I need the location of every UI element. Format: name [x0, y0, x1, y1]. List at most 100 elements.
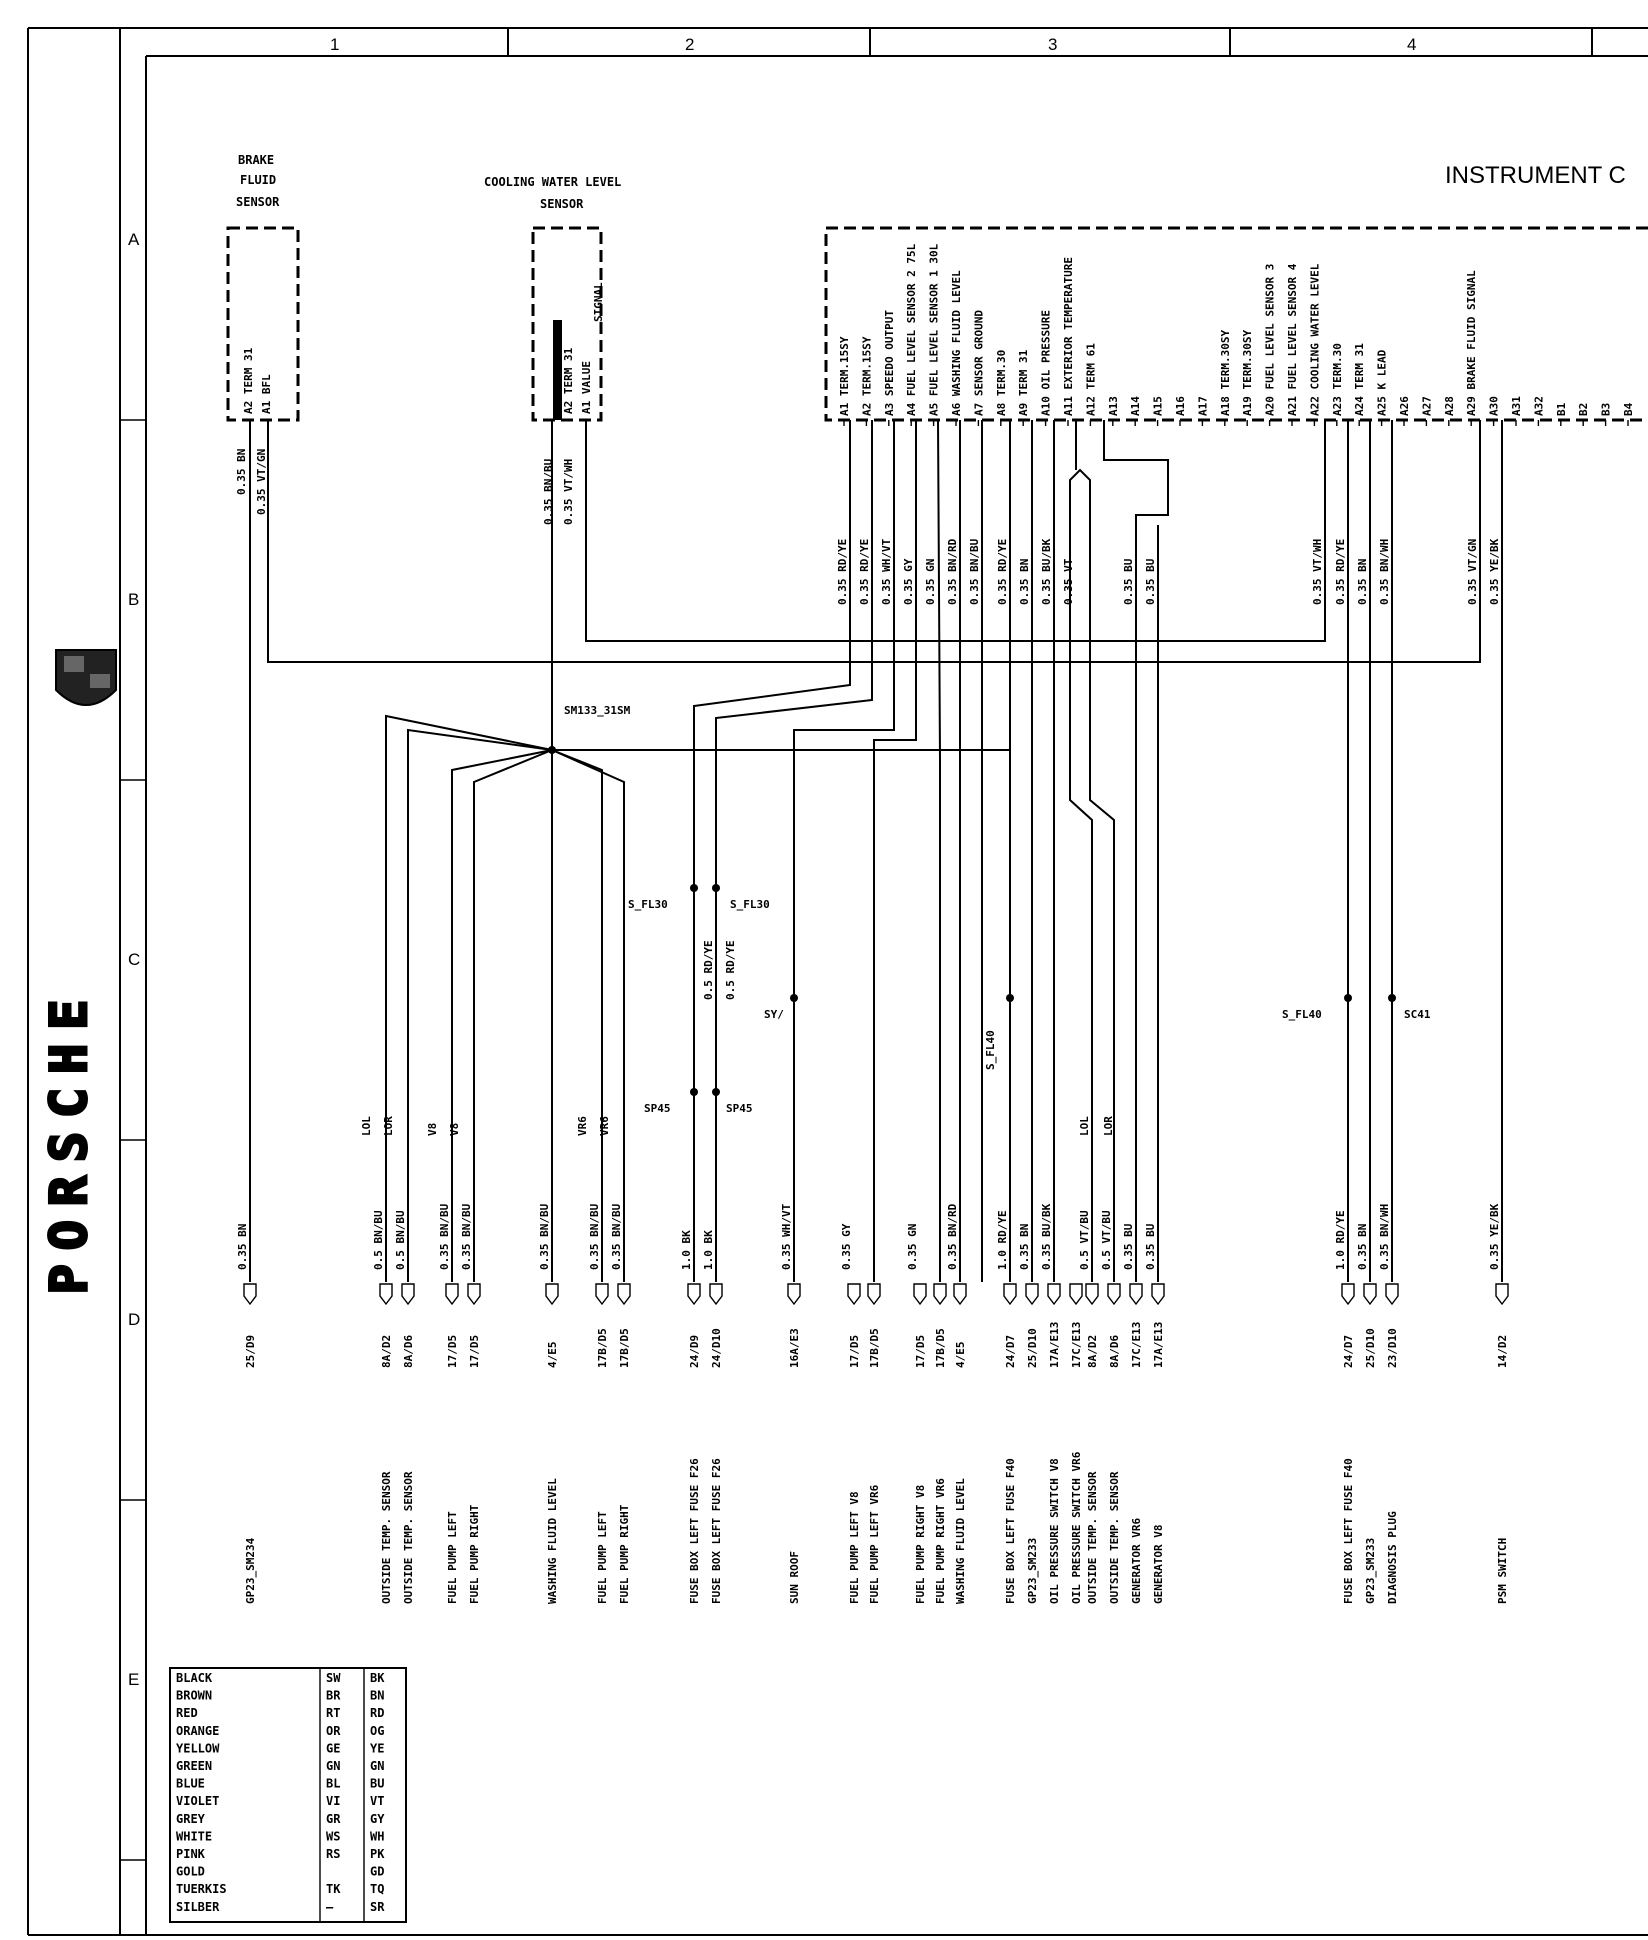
brake-wire-bn: 0.35 BN — [235, 449, 248, 495]
connector-pin-icon — [787, 1283, 801, 1306]
variant-label: V8 — [448, 1123, 461, 1136]
coolant-sensor-title-1: COOLING WATER LEVEL — [484, 175, 621, 189]
connector-pin-icon — [1107, 1283, 1121, 1306]
connector-pin-icon — [1085, 1283, 1099, 1306]
cluster-wire-label: 0.35 RD/YE — [996, 539, 1009, 605]
bottom-wire-label: 0.35 BN/BU — [460, 1203, 473, 1270]
cluster-wire-label: 0.35 BN/BU — [968, 538, 981, 605]
cluster-pin-label: A10 OIL PRESSURE — [1040, 310, 1053, 416]
variant-label: LOR — [1102, 1116, 1115, 1136]
bottom-ref-label: 4/E5 — [546, 1342, 559, 1369]
legend-de-code: WS — [326, 1829, 340, 1843]
row-label-c: C — [128, 950, 140, 969]
bottom-ref-label: 8A/D2 — [380, 1335, 393, 1368]
cluster-pin-label: A9 TERM 31 — [1017, 349, 1030, 416]
bottom-wire-label: 0.35 BN/BU — [610, 1203, 623, 1270]
bottom-wire-label: 0.35 BN/RD — [946, 1203, 959, 1270]
cluster-pin-label: A19 TERM.30SY — [1241, 330, 1254, 416]
cluster-wire-label: 0.35 BU — [1122, 558, 1135, 605]
legend-en-code: BU — [370, 1777, 384, 1791]
bottom-desc-label: PSM SWITCH — [1496, 1538, 1509, 1604]
cluster-pin-label: A18 TERM.30SY — [1219, 330, 1232, 416]
bottom-ref-label: 23/D10 — [1386, 1328, 1399, 1368]
bottom-desc-label: FUEL PUMP RIGHT — [468, 1504, 481, 1604]
connector-pin-icon — [379, 1283, 393, 1306]
bottom-ref-label: 17/D5 — [848, 1335, 861, 1368]
bottom-desc-label: GP23_SM234 — [244, 1537, 257, 1604]
bottom-ref-label: 24/D9 — [688, 1335, 701, 1368]
cluster-wire-label: 0.35 WH/VT — [880, 538, 893, 605]
coolant-pin-a2: A2 TERM 31 — [562, 347, 575, 414]
bottom-desc-label: GP23_SM233 — [1364, 1538, 1377, 1604]
bottom-ref-label: 17B/D5 — [868, 1328, 881, 1368]
legend-color-name: VIOLET — [176, 1794, 219, 1808]
connector-pin-icon — [1003, 1283, 1017, 1306]
row-label-a: A — [128, 230, 140, 249]
bottom-wire-label: 0.35 BU/BK — [1040, 1203, 1053, 1270]
bottom-wire-label: 0.5 VT/BU — [1078, 1210, 1091, 1270]
cluster-wire-label: 0.35 BU — [1144, 558, 1157, 605]
connector-pin-icon — [709, 1283, 723, 1306]
legend-color-name: ORANGE — [176, 1724, 219, 1738]
variant-label: VR6 — [598, 1116, 611, 1136]
cluster-wire-label: 0.35 BN — [1018, 559, 1031, 605]
legend-de-code: OR — [326, 1724, 341, 1738]
bottom-desc-label: SUN ROOF — [788, 1551, 801, 1604]
bottom-ref-label: 17B/D5 — [934, 1328, 947, 1368]
cluster-pin-label: A5 FUEL LEVEL SENSOR 1 30L — [928, 243, 941, 416]
bottom-desc-label: FUEL PUMP LEFT V8 — [848, 1491, 861, 1604]
connector-pin-icon — [1385, 1283, 1399, 1306]
bottom-ref-label: 17A/E13 — [1152, 1322, 1165, 1368]
bottom-ref-label: 17/D5 — [446, 1335, 459, 1368]
row-label-e: E — [128, 1670, 139, 1689]
cluster-pin-label: A16 — [1174, 396, 1187, 416]
legend-color-name: SILBER — [176, 1900, 220, 1914]
variant-label: LOL — [360, 1116, 373, 1136]
bottom-desc-label: OIL PRESSURE SWITCH VR6 — [1070, 1451, 1083, 1604]
cluster-pin-label: A30 — [1488, 396, 1501, 416]
connector-pin-icon — [1047, 1283, 1061, 1306]
bottom-wire-label: 0.35 BN — [236, 1224, 249, 1270]
bottom-desc-label: WASHING FLUID LEVEL — [954, 1478, 967, 1604]
legend-en-code: SR — [370, 1900, 385, 1914]
bottom-wire-label: 0.35 BN/BU — [438, 1203, 451, 1270]
splice-s-fl30-a: S_FL30 — [628, 898, 668, 911]
connector-pin-icon — [1151, 1283, 1165, 1306]
connector-pin-icon — [467, 1283, 481, 1306]
bottom-ref-label: 25/D10 — [1026, 1328, 1039, 1368]
cluster-pin-label: A32 — [1532, 396, 1545, 416]
cluster-wire-label: 0.35 BN/RD — [946, 538, 959, 605]
bottom-desc-label: OUTSIDE TEMP. SENSOR — [1086, 1471, 1099, 1604]
legend-de-code: SW — [326, 1671, 341, 1685]
cluster-wire-label: 0.35 RD/YE — [1334, 539, 1347, 605]
bottom-wire-label: 1.0 RD/YE — [1334, 1210, 1347, 1270]
col-label-4: 4 — [1407, 35, 1416, 54]
connector-pin-icon — [933, 1283, 947, 1306]
cluster-pin-label: A17 — [1196, 396, 1209, 416]
bottom-ref-label: 17B/D5 — [596, 1328, 609, 1368]
legend-de-code: GR — [326, 1812, 341, 1826]
bottom-ref-label: 17/D5 — [914, 1335, 927, 1368]
cluster-wire-label: 0.35 BN — [1356, 559, 1369, 605]
variant-label: LOR — [382, 1116, 395, 1136]
brake-pin-a2: A2 TERM 31 — [242, 347, 255, 414]
cluster-pin-label: A8 TERM.30 — [995, 350, 1008, 416]
legend-de-code: GN — [326, 1759, 340, 1773]
legend-color-name: BLUE — [176, 1777, 205, 1791]
variant-label: LOL — [1078, 1116, 1091, 1136]
col-label-1: 1 — [330, 35, 339, 54]
connector-pin-icon — [545, 1283, 559, 1306]
diagram-title: INSTRUMENT C — [1445, 162, 1626, 189]
legend-color-name: GREEN — [176, 1759, 212, 1773]
legend-de-code: BL — [326, 1777, 340, 1791]
bottom-desc-label: GENERATOR VR6 — [1130, 1518, 1143, 1604]
